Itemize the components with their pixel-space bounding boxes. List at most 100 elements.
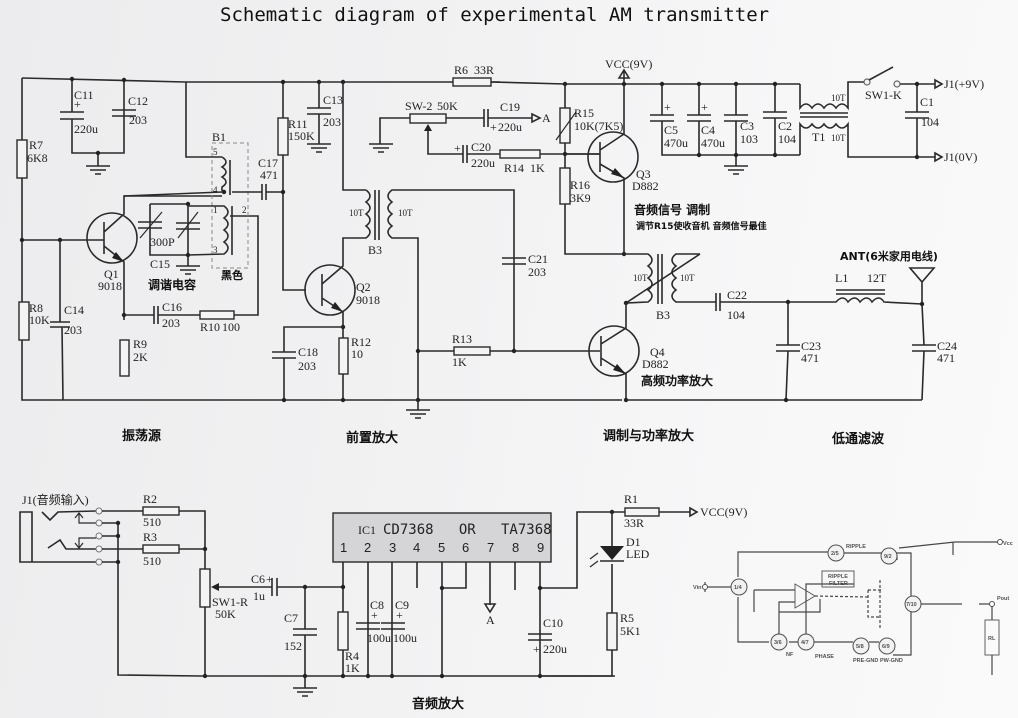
resistor-r16 [559, 167, 571, 205]
potentiometer-sw1r[interactable] [199, 568, 211, 608]
section-title-modulation: 调制与功率放大 [603, 428, 694, 444]
top-rail-wire [21, 77, 500, 83]
c1-value: 104 [921, 115, 939, 129]
sw2-value: 50K [437, 99, 458, 113]
switch-sw1k[interactable] [868, 66, 894, 81]
c12-label: C12 [128, 94, 148, 108]
r11-value: 150K [288, 129, 315, 143]
q2-value: 9018 [356, 293, 380, 307]
ground-icon [176, 255, 200, 275]
sw2-label: SW-2 [405, 99, 432, 113]
ground-icon [406, 400, 430, 419]
c21-value: 203 [528, 265, 546, 279]
ic1-pin-labels: 1 2 3 4 5 6 7 8 9 [340, 540, 544, 555]
r1-label: R1 [624, 492, 638, 506]
wiper-arrow-icon [424, 124, 432, 131]
wiper-arrow-icon [211, 583, 219, 591]
c5-plus: + [664, 100, 671, 114]
c20-value: 220u [471, 156, 495, 170]
c8-label: C8 [370, 598, 384, 612]
potentiometer-sw2 [409, 113, 447, 124]
c17-label: C17 [258, 156, 278, 170]
b3-out-primary [624, 253, 653, 304]
q3-wiring [565, 84, 625, 254]
int-pin: 1/4 [734, 585, 743, 591]
output-stage [814, 580, 881, 628]
q4-value: D882 [642, 357, 669, 371]
b3-secondary-coil [387, 189, 420, 400]
j1-pos-label: J1(+9V) [944, 77, 984, 91]
ripple-filter-box [821, 570, 855, 588]
r13-value: 1K [452, 355, 467, 369]
resistor-r14 [499, 149, 541, 159]
b3-out-turns-left: 10T [633, 273, 648, 283]
b3-out-label: B3 [656, 308, 670, 322]
led-d1-icon [600, 546, 624, 560]
power-supply-section: + C5 470u + C4 470u C3 103 C2 104 10T 10… [650, 66, 984, 175]
adjust-hint-note: 调节R15使收音机 音频信号最佳 [636, 220, 767, 232]
capacitor-c5 [650, 84, 800, 156]
section-title-low-pass: 低通滤波 [831, 431, 885, 447]
ic-pin-1: 1 [340, 540, 347, 555]
resistor-r3 [142, 544, 180, 554]
r13-label: R13 [452, 332, 472, 346]
capacitor-c17 [232, 184, 282, 200]
resistor-r13 [453, 346, 491, 356]
b1-label: B1 [212, 130, 226, 144]
r6-value: 33R [474, 63, 494, 77]
c11-plus: + [74, 97, 81, 111]
r11-label: R11 [288, 117, 308, 131]
c8-plus: + [371, 608, 378, 622]
l1-label: L1 [835, 271, 848, 285]
b1-pin-1: 1 [213, 205, 218, 215]
r10-label: R10 [200, 320, 220, 334]
capacitor-c3 [724, 84, 748, 175]
c8-value: 100u [367, 631, 391, 645]
c13-value: 203 [323, 115, 341, 129]
r16-label: R16 [570, 178, 590, 192]
b1-secondary-coil [187, 205, 233, 256]
sw1r-label: SW1-R [212, 595, 248, 609]
b1-primary-coil [123, 82, 231, 197]
c11-label: C11 [74, 88, 94, 102]
l1-turns: 12T [867, 271, 887, 285]
c4-label: C4 [701, 123, 715, 137]
internal-wiring [705, 541, 1000, 656]
c22-label: C22 [727, 288, 747, 302]
variable-arrow-icon [555, 111, 577, 141]
c16-r10-wiring [124, 215, 259, 324]
t1-label: T1 [812, 130, 825, 144]
load-resistor-rl [984, 619, 1000, 656]
oscillator-section: R7 6K8 R8 10K C11 + 220u C12 203 Q1 9018… [16, 76, 622, 444]
sw2-wiring [379, 109, 532, 144]
c15-label: C15 [150, 257, 170, 271]
c14-label: C14 [64, 303, 84, 317]
capacitor-c1 [905, 84, 929, 157]
section-title-oscillator: 振荡源 [122, 428, 161, 444]
ic-pin-7: 7 [487, 540, 494, 555]
diagram-title: Schematic diagram of experimental AM tra… [220, 4, 769, 26]
int-pin: 3/6 [774, 640, 782, 646]
ic-pin-3: 3 [389, 540, 396, 555]
capacitor-c12 [112, 109, 136, 117]
resistor-r12 [338, 337, 349, 375]
audio-modulation-note: 音频信号 调制 [634, 202, 710, 217]
resistor-r9 [119, 339, 130, 377]
ic-pin-5: 5 [438, 540, 445, 555]
ic-pin-9: 9 [537, 540, 544, 555]
ic-pin-8: 8 [512, 540, 519, 555]
antenna-icon [908, 267, 936, 304]
c15-value: 300P [150, 235, 175, 249]
q3-label: Q3 [636, 167, 651, 181]
c6-label: C6 [251, 572, 265, 586]
int-pin: 9/2 [884, 554, 892, 560]
int-pin: 5/8 [856, 644, 864, 650]
transistor-q4 [588, 325, 640, 377]
node-a-label: A [542, 111, 551, 125]
c22-value: 104 [727, 308, 745, 322]
c23-label: C23 [801, 339, 821, 353]
c11-value: 220u [74, 122, 98, 136]
node-a-arrow-icon [483, 603, 497, 614]
d1-label: D1 [626, 535, 641, 549]
